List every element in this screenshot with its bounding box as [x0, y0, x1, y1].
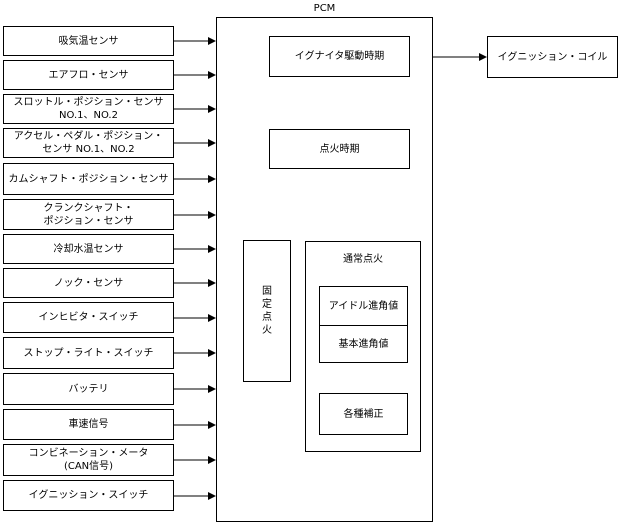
input-intake-air-temp-sensor: 吸気温センサ [3, 26, 174, 56]
input-throttle-position-sensor: スロットル・ポジション・センサ NO.1、NO.2 [3, 94, 174, 124]
fixed-ignition-char-4: 火 [262, 325, 272, 336]
ignition-timing-box: 点火時期 [269, 129, 410, 169]
input-vehicle-speed-signal: 車速信号 [3, 409, 174, 440]
input-airflow-sensor: エアフロ・センサ [3, 60, 174, 90]
corrections-box: 各種補正 [319, 393, 408, 435]
input-coolant-temp-sensor: 冷却水温センサ [3, 234, 174, 264]
input-accelerator-pedal-position-sensor: アクセル・ペダル・ポジション・ センサ NO.1、NO.2 [3, 128, 174, 158]
input-stop-light-switch: ストップ・ライト・スイッチ [3, 337, 174, 369]
fixed-ignition-char-1: 固 [262, 286, 272, 297]
input-inhibitor-switch: インヒビタ・スイッチ [3, 302, 174, 333]
fixed-ignition-char-2: 定 [262, 299, 272, 310]
input-combination-meter: コンビネーション・メータ (CAN信号) [3, 444, 174, 476]
idle-advance-box: アイドル進角値 [319, 286, 408, 326]
fixed-ignition-box: 固 定 点 火 [243, 240, 291, 382]
input-camshaft-position-sensor: カムシャフト・ポジション・センサ [3, 163, 174, 195]
fixed-ignition-char-3: 点 [262, 312, 272, 323]
normal-ignition-label: 通常点火 [343, 254, 383, 265]
input-crankshaft-position-sensor: クランクシャフト・ ポジション・センサ [3, 199, 174, 230]
input-knock-sensor: ノック・センサ [3, 268, 174, 298]
input-ignition-switch: イグニッション・スイッチ [3, 480, 174, 511]
base-advance-box: 基本進角値 [319, 325, 408, 363]
pcm-label: PCM [313, 3, 336, 14]
input-battery: バッテリ [3, 373, 174, 405]
input-arrows [174, 37, 216, 500]
ignition-coil-box: イグニッション・コイル [487, 36, 618, 78]
igniter-drive-timing-box: イグナイタ駆動時期 [269, 36, 410, 77]
